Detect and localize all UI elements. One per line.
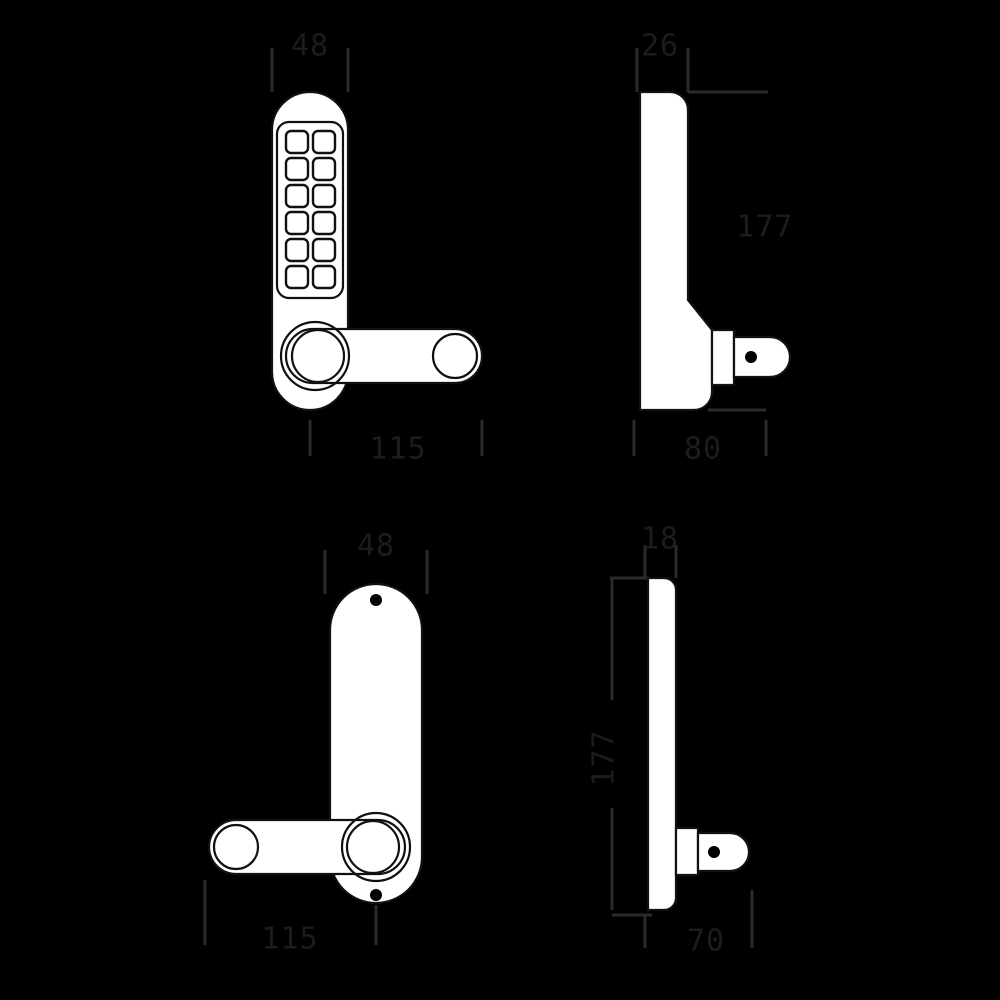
lever-tip-circle [431,332,479,380]
dim-label-80-view2: 80 [684,432,722,467]
dimension-48-top-left: 48 [270,29,350,92]
keypad-button[interactable] [284,129,310,155]
dim-label-177-view4: 177 [587,729,622,786]
dimension-115-bottom-left: 115 [308,420,484,467]
keypad-button[interactable] [311,264,337,290]
dim-label-70-view4: 70 [687,924,725,959]
spindle-collar [710,328,736,387]
lever-tip-circle-2 [212,823,260,871]
dimension-80-bottom-right: 80 [632,408,768,467]
view-side-keypad: 26 177 80 [632,29,793,467]
dim-label-48-view1: 48 [291,29,329,64]
view-side-plain: 18 177 70 [587,522,754,959]
dim-label-177-view2: 177 [736,210,793,245]
dimension-70-bottom-right: 70 [612,890,754,959]
dimension-26-top-right: 26 [635,29,690,92]
side-profile-plain-plate [646,576,678,912]
spindle-boss [732,335,792,379]
spindle-hole-2 [708,846,720,858]
dim-label-18-view4: 18 [641,522,679,557]
screw-hole-top [370,594,382,606]
keypad-button[interactable] [311,210,337,236]
lever-handle-plain [207,818,407,876]
view-front-keypad: 48 [270,29,484,467]
dim-label-48-view3: 48 [357,529,395,564]
keypad-button[interactable] [311,156,337,182]
keypad-button[interactable] [284,264,310,290]
dimension-177-left: 177 [587,578,622,910]
keypad-button[interactable] [284,210,310,236]
dim-label-26-view2: 26 [641,29,679,64]
screw-hole-bottom [370,889,382,901]
keypad-button-grid [284,129,337,290]
spindle-collar-2 [674,826,700,877]
keypad-button[interactable] [284,156,310,182]
keypad-button[interactable] [284,183,310,209]
keypad-button[interactable] [311,129,337,155]
dimension-177-right: 177 [736,210,793,245]
keypad-bezel [275,120,345,300]
spindle-hole [745,351,757,363]
dimension-18-top-right: 18 [641,522,679,578]
dim-label-115-view3: 115 [261,922,318,957]
dimension-48-top-left-2: 48 [323,529,429,594]
handle-rose-outer-2 [340,811,412,883]
keypad-button[interactable] [284,237,310,263]
handle-rose-outer [279,320,351,392]
dim-label-115-view1: 115 [369,432,426,467]
keypad-button[interactable] [311,237,337,263]
spindle-boss-2 [696,831,751,873]
dimension-115-bottom-left-2: 115 [203,880,378,957]
keypad-button[interactable] [311,183,337,209]
handle-rose-inner [290,328,346,384]
side-profile-keypad-body [638,90,714,412]
lever-handle-front-keypad [284,327,484,385]
handle-rose-inner-2 [345,819,401,875]
view-front-plain: 48 115 [203,529,429,957]
